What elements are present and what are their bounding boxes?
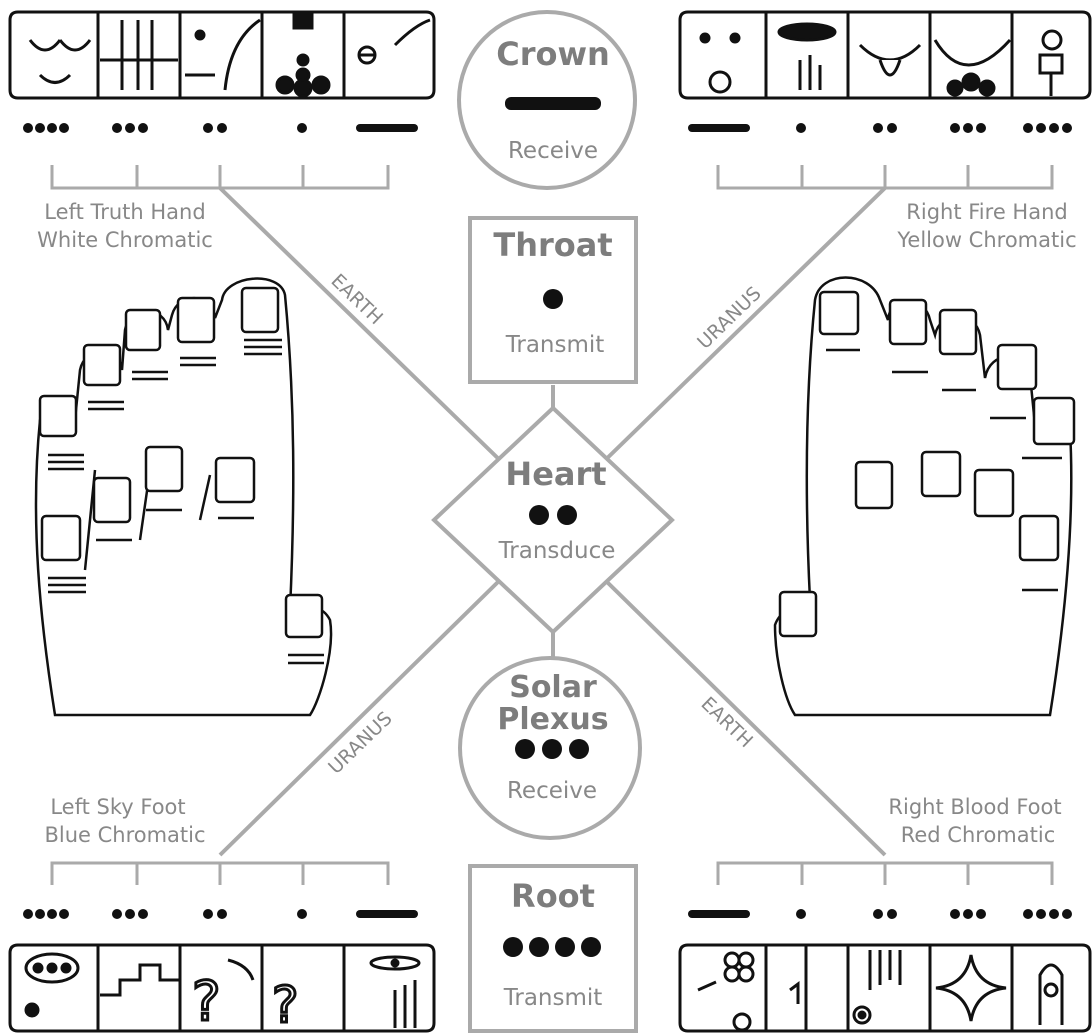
- rh-glyph-2: [890, 300, 926, 344]
- root-action: Transmit: [503, 985, 603, 1011]
- solar-title-2: Plexus: [497, 702, 608, 737]
- top-left-bracket: [52, 165, 388, 188]
- bottom-right-glyph-row: [680, 945, 1090, 1031]
- root-chakra: Root Transmit: [470, 866, 636, 1031]
- rh-glyph-5: [1034, 398, 1074, 444]
- heart-dot-1: [529, 505, 549, 525]
- bottom-right-number-row: [688, 909, 1072, 919]
- left-foot-label-2: Blue Chromatic: [44, 823, 205, 847]
- crown-action: Receive: [508, 138, 598, 164]
- throat-chakra: Throat Transmit: [470, 218, 636, 382]
- heart-title: Heart: [505, 455, 606, 493]
- rh-glyph-10: [780, 592, 816, 636]
- root-title: Root: [511, 877, 595, 915]
- glyph-tl-3: [180, 12, 262, 98]
- right-hand-drawing: [775, 278, 1074, 716]
- top-right-bracket: [718, 165, 1052, 188]
- rh-glyph-7: [922, 452, 960, 496]
- solar-title-1: Solar: [509, 670, 597, 705]
- svg-text:?: ?: [272, 976, 299, 1033]
- rh-glyph-6: [856, 462, 892, 508]
- top-right-glyph-row: [680, 12, 1090, 98]
- right-hand-label-2: Yellow Chromatic: [896, 228, 1076, 252]
- left-foot-label-1: Left Sky Foot: [50, 795, 185, 819]
- glyph-tr-3: [848, 12, 930, 98]
- lh-glyph-8: [146, 447, 182, 491]
- lh-glyph-9: [216, 458, 254, 502]
- glyph-br-5: [1012, 945, 1090, 1031]
- lh-glyph-2: [84, 345, 120, 385]
- lh-glyph-1: [40, 396, 76, 436]
- bottom-right-bracket: [718, 863, 1052, 885]
- root-dot-1: [503, 937, 523, 957]
- solar-dot-1: [515, 739, 535, 759]
- bottom-left-bracket: [52, 863, 388, 885]
- solar-plexus-chakra: Solar Plexus Receive: [460, 658, 640, 838]
- glyph-bl-2: [98, 945, 180, 1031]
- glyph-tl-1: [10, 12, 98, 98]
- left-hand-drawing: [36, 279, 331, 715]
- lh-glyph-4: [178, 298, 214, 342]
- axis-label-upper-right: URANUS: [693, 283, 765, 354]
- bottom-left-glyph-row: ? ?: [10, 945, 434, 1033]
- lh-glyph-7: [94, 478, 130, 522]
- top-left-glyph-row: [10, 12, 434, 98]
- crown-title: Crown: [496, 35, 610, 73]
- top-left-number-row: [23, 123, 418, 133]
- throat-title: Throat: [493, 226, 612, 264]
- root-dot-3: [555, 937, 575, 957]
- lh-glyph-6: [42, 516, 80, 560]
- solar-dot-2: [542, 739, 562, 759]
- crown-bar: [505, 97, 601, 110]
- svg-text:?: ?: [192, 970, 221, 1033]
- root-dot-4: [581, 937, 601, 957]
- heart-chakra: Heart Transduce: [434, 408, 672, 632]
- top-right-number-row: [688, 123, 1072, 133]
- rh-glyph-9: [1020, 516, 1058, 560]
- bottom-left-number-row: [23, 909, 418, 919]
- glyph-tr-1: [680, 12, 766, 98]
- solar-action: Receive: [507, 778, 597, 804]
- root-dot-2: [529, 937, 549, 957]
- lh-glyph-3: [126, 310, 160, 350]
- right-foot-label-1: Right Blood Foot: [888, 795, 1061, 819]
- throat-action: Transmit: [505, 332, 605, 358]
- rh-glyph-8: [975, 470, 1013, 516]
- heart-dot-2: [557, 505, 577, 525]
- solar-dot-3: [569, 739, 589, 759]
- crown-chakra: Crown Receive: [459, 12, 635, 188]
- lh-glyph-10: [286, 595, 322, 637]
- rh-glyph-1: [820, 292, 858, 334]
- rh-glyph-3: [940, 310, 976, 354]
- lh-glyph-5: [242, 288, 278, 332]
- heart-action: Transduce: [498, 538, 616, 564]
- right-foot-label-2: Red Chromatic: [901, 823, 1056, 847]
- throat-dot: [543, 289, 563, 309]
- rh-glyph-4: [998, 345, 1036, 389]
- left-hand-label-2: White Chromatic: [37, 228, 213, 252]
- left-hand-label-1: Left Truth Hand: [44, 200, 205, 224]
- right-hand-label-1: Right Fire Hand: [906, 200, 1067, 224]
